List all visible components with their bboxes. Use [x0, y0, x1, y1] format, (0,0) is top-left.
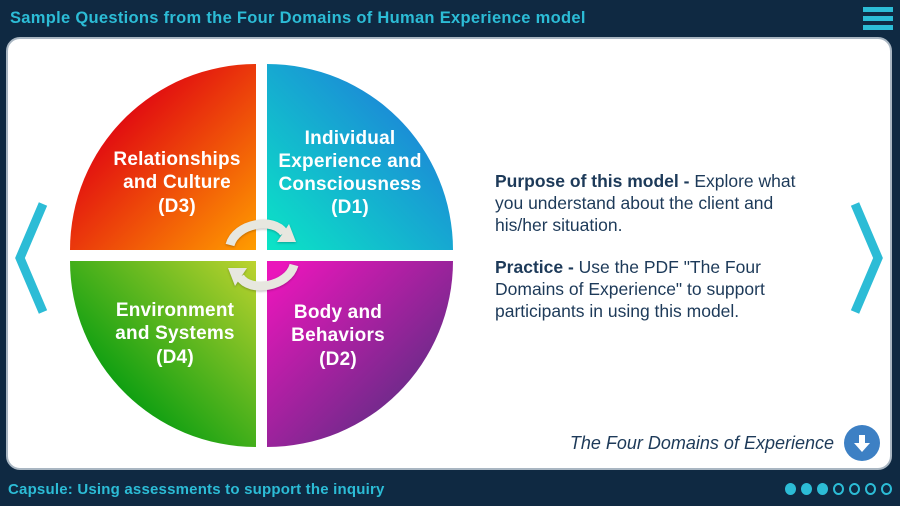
quadrant-label: Individual Experience and Consciousness … [278, 127, 422, 219]
quadrant-label: Relationships and Culture (D3) [113, 149, 241, 217]
footer-bar: Capsule: Using assessments to support th… [0, 472, 900, 506]
purpose-body: Explore what you understand about the cl… [495, 171, 796, 236]
download-icon [854, 434, 870, 452]
progress-dot [865, 483, 876, 495]
cycle-arrows-icon [225, 219, 298, 290]
resource-row: The Four Domains of Experience [570, 425, 880, 461]
info-text: Purpose of this model - Explore what you… [495, 170, 797, 342]
progress-dot [785, 483, 796, 495]
quadrant-label: Environment and Systems (D4) [115, 300, 235, 368]
purpose-lead: Purpose of this model - [495, 171, 695, 191]
menu-button[interactable] [863, 7, 893, 30]
progress-dot [833, 483, 844, 495]
slide-card: Relationships and Culture (D3) Individua… [6, 37, 892, 470]
page-title: Sample Questions from the Four Domains o… [10, 9, 586, 27]
practice-lead: Practice - [495, 257, 579, 278]
four-domains-diagram: Relationships and Culture (D3) Individua… [70, 64, 453, 447]
practice-body: Use the PDF "The Four Domains of Experie… [495, 257, 765, 322]
practice-paragraph: Practice - Use the PDF "The Four Domains… [495, 256, 797, 322]
resource-label: The Four Domains of Experience [569, 432, 834, 453]
progress-dot [817, 483, 828, 495]
chevron-right-icon [850, 202, 883, 314]
quadrant-label: Body and Behaviors (D2) [291, 302, 385, 370]
progress-dot [849, 483, 860, 495]
next-slide-button[interactable] [850, 199, 886, 317]
progress-dots [785, 483, 892, 495]
header-bar: Sample Questions from the Four Domains o… [0, 0, 900, 37]
capsule-title: Capsule: Using assessments to support th… [8, 481, 385, 498]
capsule-prefix: Capsule: [8, 480, 73, 498]
hamburger-icon [863, 7, 893, 12]
previous-slide-button[interactable] [12, 199, 48, 317]
purpose-paragraph: Purpose of this model - Explore what you… [495, 170, 797, 236]
progress-dot [801, 483, 812, 495]
download-button[interactable] [844, 425, 880, 461]
chevron-left-icon [15, 202, 48, 314]
capsule-text: Using assessments to support the inquiry [72, 480, 385, 498]
progress-dot [881, 483, 892, 495]
